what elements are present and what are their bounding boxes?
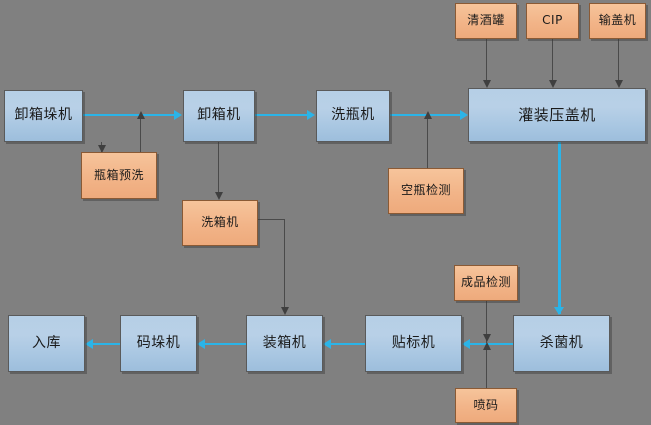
edge-xiexiangji-xipingji: [255, 114, 309, 116]
node-label: CIP: [542, 13, 563, 28]
node-qingjiuguan[interactable]: 清酒罐: [455, 3, 517, 39]
node-label: 洗瓶机: [331, 107, 375, 124]
edge-xixiangji-zhuangxiangji-seg1: [258, 219, 284, 220]
node-label: 码垛机: [136, 334, 181, 351]
node-label: 清酒罐: [467, 13, 505, 28]
node-shajunji[interactable]: 杀菌机: [513, 315, 610, 372]
edge-guanzhuangyagaiji-shajunji: [558, 142, 561, 314]
node-label: 输盖机: [598, 13, 637, 28]
edge-shugaiji-to-filler: [618, 39, 619, 83]
node-chengpinjiance[interactable]: 成品检测: [454, 265, 518, 301]
arrowhead-down: [615, 80, 623, 88]
node-xixiangji[interactable]: 洗箱机: [182, 200, 258, 246]
arrowhead-up: [483, 342, 491, 350]
node-guanzhuangyagaiji[interactable]: 灌装压盖机: [468, 88, 646, 142]
edge-xixiangji-zhuangxiangji-seg2: [284, 219, 285, 310]
node-ruku[interactable]: 入库: [8, 315, 85, 372]
node-penma[interactable]: 喷码: [455, 388, 517, 423]
node-shugaiji[interactable]: 输盖机: [589, 3, 646, 39]
node-label: 入库: [32, 334, 61, 351]
arrowhead-right: [460, 110, 468, 120]
edge-xiexiangduoji-xiexiangji: [83, 114, 175, 116]
node-label: 卸箱机: [197, 107, 241, 124]
arrowhead-left: [197, 339, 205, 349]
node-label: 灌装压盖机: [518, 105, 596, 124]
node-label: 空瓶检测: [400, 183, 451, 198]
arrowhead-down: [98, 145, 106, 153]
arrowhead-left: [323, 339, 331, 349]
edge-maduoji-ruku: [93, 343, 122, 345]
node-label: 成品检测: [460, 275, 511, 290]
edge-penma-flow: [486, 346, 487, 388]
node-label: 喷码: [473, 397, 499, 412]
node-label: 装箱机: [262, 334, 307, 351]
edge-pingxiangyuxi-xiexiangduoji: [140, 114, 141, 154]
node-cip[interactable]: CIP: [526, 3, 579, 39]
node-xipingji[interactable]: 洗瓶机: [316, 90, 390, 142]
node-tiebiaoji[interactable]: 贴标机: [365, 315, 462, 372]
edge-xiexiangji-xixiangji: [218, 142, 219, 194]
node-label: 贴标机: [391, 334, 436, 351]
arrowhead-down: [483, 80, 491, 88]
node-label: 卸箱垛机: [14, 107, 73, 124]
node-kongpingjiance[interactable]: 空瓶检测: [388, 168, 464, 214]
node-label: 洗箱机: [201, 215, 239, 230]
arrowhead-down: [281, 307, 289, 315]
arrowhead-down: [554, 307, 564, 315]
node-xiexiangji[interactable]: 卸箱机: [183, 90, 255, 142]
node-xiexiangduoji[interactable]: 卸箱垛机: [4, 90, 83, 142]
node-zhuangxiangji[interactable]: 装箱机: [246, 315, 323, 372]
edge-qingjiuguan-to-filler: [486, 39, 487, 83]
edge-chengpinjiance-flow: [486, 301, 487, 343]
arrowhead-down: [549, 80, 557, 88]
node-label: 瓶箱预洗: [93, 167, 144, 182]
arrowhead-down: [483, 334, 491, 342]
arrowhead-up: [137, 111, 145, 119]
arrowhead-left: [462, 339, 470, 349]
node-maduoji[interactable]: 码垛机: [120, 315, 197, 372]
arrowhead-up: [424, 111, 432, 119]
node-label: 杀菌机: [539, 334, 584, 351]
edge-kongpingjiance-xipingji: [427, 116, 428, 170]
edge-shajunji-tiebiaoji: [470, 343, 515, 345]
arrowhead-right: [307, 110, 315, 120]
edge-zhuangxiangji-maduoji: [205, 343, 248, 345]
arrowhead-right: [174, 110, 182, 120]
edge-tiebiaoji-zhuangxiangji: [331, 343, 367, 345]
arrowhead-left: [85, 339, 93, 349]
edge-cip-to-filler: [552, 39, 553, 83]
arrowhead-down: [215, 192, 223, 200]
node-pingxiangyuxi[interactable]: 瓶箱预洗: [81, 152, 157, 199]
